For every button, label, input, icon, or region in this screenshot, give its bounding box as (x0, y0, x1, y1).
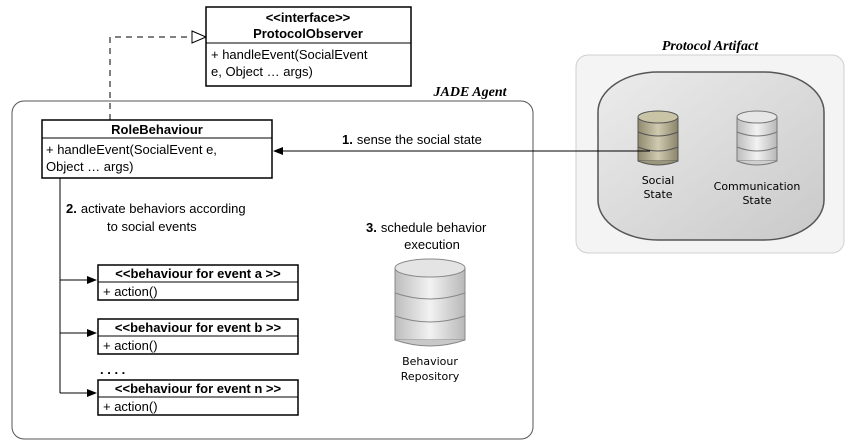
behaviour-a-method: + action() (103, 284, 158, 299)
protocol-artifact-body (597, 71, 825, 241)
protocol-observer-name: ProtocolObserver (253, 26, 363, 41)
social-state-database-icon (637, 110, 679, 166)
role-behaviour-method-line2: Object … args) (46, 159, 133, 174)
behaviour-repository-label-line2: Repository (401, 370, 460, 383)
jade-agent-label: JADE Agent (433, 85, 508, 100)
realization-connector (109, 37, 206, 120)
behaviour-b-method: + action() (103, 338, 158, 353)
protocol-artifact-label: Protocol Artifact (662, 39, 759, 54)
role-behaviour-method-line1: + handleEvent(SocialEvent e, (46, 142, 217, 157)
social-state-label-line1: Social (642, 174, 675, 187)
communication-state-database-icon (736, 110, 778, 166)
step3-label-line1: 3. schedule behavior (366, 220, 487, 235)
step3-text-line1: schedule behavior (381, 220, 487, 235)
communication-state-label-line1: Communication (714, 180, 801, 193)
behaviour-ellipsis: . . . . (100, 362, 125, 377)
step2-number: 2. (66, 201, 77, 216)
behaviour-n-name: <<behaviour for event n >> (115, 381, 282, 396)
role-behaviour-class: RoleBehaviour + handleEvent(SocialEvent … (41, 119, 273, 179)
step2-label-line1: 2. activate behaviors according (66, 201, 246, 216)
role-behaviour-name: RoleBehaviour (111, 122, 203, 137)
step3-label-line2: execution (404, 237, 460, 252)
step2-label-line2: to social events (107, 219, 197, 234)
social-state-label-line2: State (643, 188, 672, 201)
behaviour-box-a: <<behaviour for event a >> + action() (97, 264, 299, 301)
protocol-artifact: Protocol Artifact Social State Communica… (575, 39, 845, 254)
behaviour-b-name: <<behaviour for event b >> (115, 320, 282, 335)
protocol-observer-class: <<interface>> ProtocolObserver + handleE… (205, 6, 412, 87)
step1-text: sense the social state (357, 132, 482, 147)
protocol-observer-method-line2: e, Object … args) (211, 64, 313, 79)
behaviour-box-n: <<behaviour for event n >> + action() (97, 379, 299, 416)
behaviour-repository-database-icon (394, 258, 466, 347)
behaviour-n-method: + action() (103, 399, 158, 414)
step3-number: 3. (366, 220, 377, 235)
communication-state-label-line2: State (742, 194, 771, 207)
behaviour-repository-label-line1: Behaviour (402, 355, 458, 368)
behaviour-box-b: <<behaviour for event b >> + action() (97, 318, 299, 355)
protocol-observer-stereotype: <<interface>> (266, 10, 351, 25)
step1-label: 1. sense the social state (342, 132, 482, 147)
step1-number: 1. (342, 132, 353, 147)
behaviour-a-name: <<behaviour for event a >> (115, 266, 281, 281)
protocol-observer-method-line1: + handleEvent(SocialEvent (211, 47, 368, 62)
step2-text-line1: activate behaviors according (81, 201, 246, 216)
